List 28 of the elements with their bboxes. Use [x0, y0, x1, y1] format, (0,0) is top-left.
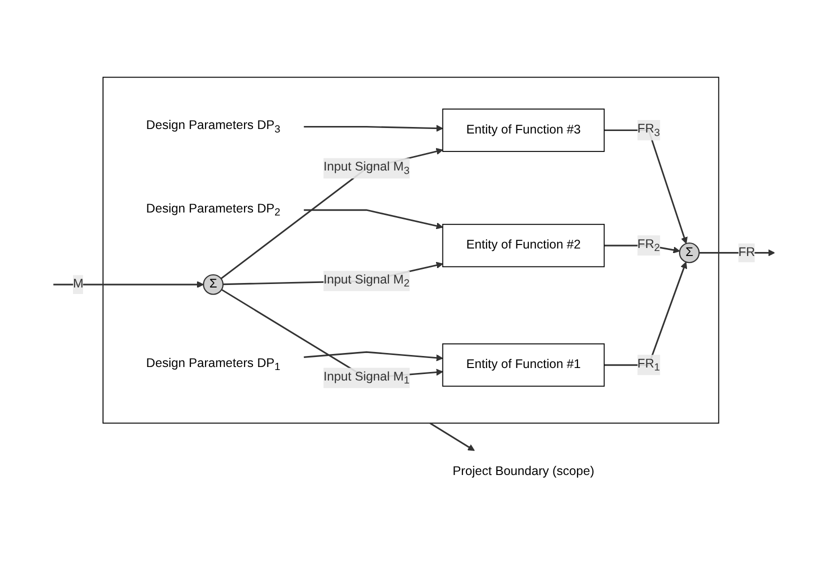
arrow	[304, 125, 444, 132]
arrow	[53, 281, 204, 288]
edge-label: Input Signal M$_{3}$	[323, 160, 410, 177]
arrow	[304, 210, 444, 230]
node-circle: Σ	[678, 242, 700, 264]
arrow	[604, 130, 688, 244]
node-text: Project Boundary (scope)	[452, 465, 594, 478]
arrow	[304, 352, 444, 362]
cluster	[102, 77, 720, 424]
arrow	[604, 245, 680, 254]
edge-label: M	[72, 278, 84, 292]
node-box: Entity of Function #3	[442, 108, 605, 152]
arrow	[220, 148, 444, 280]
edge-label: FR$_{3}$	[637, 122, 660, 139]
node-box: Entity of Function #2	[442, 224, 605, 268]
arrow	[604, 262, 688, 366]
node-text: Design Parameters DP$_{3}$	[146, 119, 280, 136]
node-circle: Σ	[202, 274, 224, 296]
edge-label: FR$_{2}$	[637, 238, 660, 254]
edge-label: FR	[738, 246, 756, 260]
node-box: Entity of Function #1	[442, 344, 605, 388]
edge-label: Input Signal M$_{1}$	[323, 370, 410, 386]
node-text: Design Parameters DP$_{1}$	[146, 357, 280, 373]
node-text: Design Parameters DP$_{2}$	[146, 202, 280, 218]
arrow	[699, 250, 775, 257]
edge-label: Input Signal M$_{2}$	[323, 274, 410, 290]
edge-label: FR$_{1}$	[637, 358, 660, 374]
arrow	[430, 422, 475, 452]
